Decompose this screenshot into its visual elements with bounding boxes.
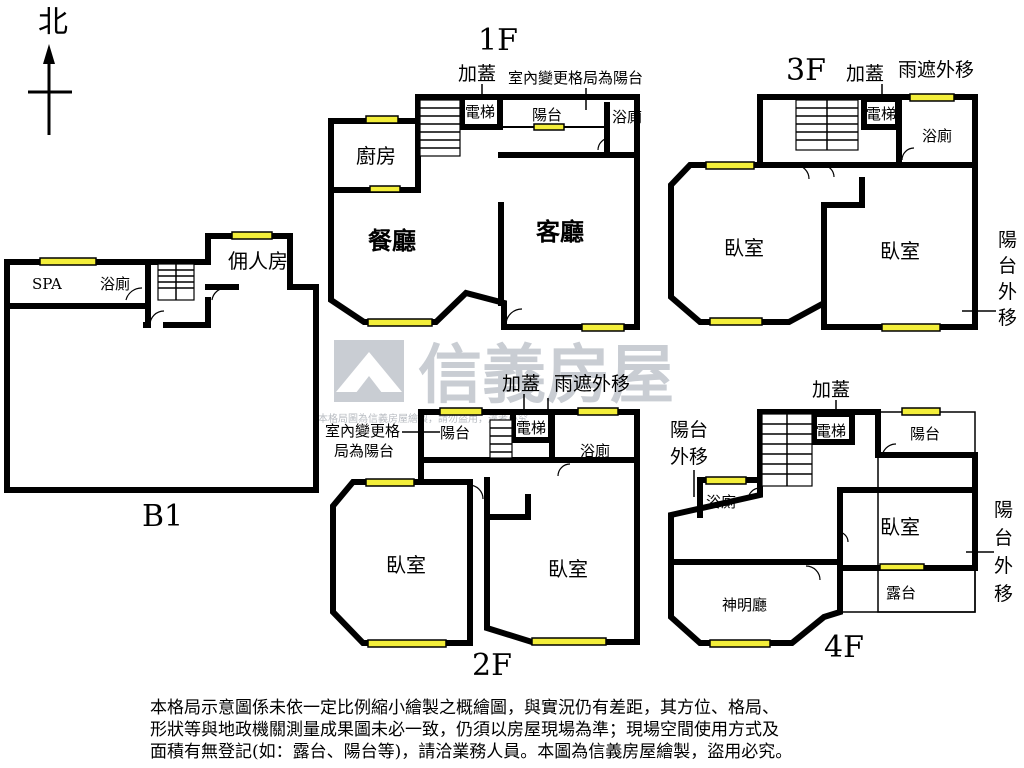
4f-note-balcony-moved-right: 陽 台 外 移 (994, 499, 1013, 605)
2f-note-awning: 雨遮外移 (554, 373, 630, 395)
svg-text:外移: 外移 (670, 446, 708, 468)
3f-floor-label: 3F (786, 53, 826, 88)
2f-room-bedroom2: 臥室 (548, 557, 588, 581)
floor-1f: 加蓋 室內變更格局為陽台 電梯 陽台 浴廁 廚房 餐廳 客廳 1F (328, 23, 643, 332)
svg-text:外: 外 (998, 281, 1017, 303)
4f-note-added-roof: 加蓋 (812, 379, 850, 401)
floor-4f: 加蓋 陽台 外移 電梯 陽台 浴廁 臥室 神明廳 露台 陽 台 外 移 4F (668, 379, 1013, 665)
1f-room-kitchen: 廚房 (356, 144, 396, 168)
1f-room-bath: 浴廁 (612, 108, 642, 126)
svg-text:移: 移 (994, 583, 1013, 605)
3f-note-awning: 雨遮外移 (898, 59, 974, 81)
floor-b1: SPA 浴廁 佣人房 B1 (4, 231, 319, 534)
north-arrow-icon (43, 44, 55, 64)
watermark-brand: 信義房屋 (418, 339, 674, 413)
svg-text:台: 台 (994, 527, 1013, 549)
svg-text:陽台: 陽台 (670, 419, 708, 441)
2f-room-elevator: 電梯 (516, 419, 546, 437)
b1-floor-label: B1 (142, 499, 183, 534)
svg-text:移: 移 (998, 307, 1017, 329)
3f-room-bedroom1: 臥室 (724, 236, 764, 260)
b1-room-spa: SPA (32, 275, 62, 293)
4f-room-bedroom: 臥室 (880, 515, 920, 539)
2f-room-bath: 浴廁 (580, 442, 610, 460)
b1-room-maid: 佣人房 (228, 249, 288, 273)
brand-logo (334, 340, 404, 402)
2f-room-balcony: 陽台 (440, 424, 470, 442)
1f-room-dining: 餐廳 (368, 226, 416, 255)
1f-note-changed: 室內變更格局為陽台 (508, 69, 643, 87)
3f-room-bedroom2: 臥室 (880, 239, 920, 263)
4f-room-bath: 浴廁 (706, 493, 736, 511)
2f-floor-label: 2F (472, 648, 512, 683)
north-compass: 北 (28, 5, 72, 135)
4f-floor-label: 4F (824, 630, 864, 665)
3f-room-elevator: 電梯 (866, 105, 896, 123)
b1-room-bath: 浴廁 (100, 275, 130, 293)
floor-2f: 加蓋 雨遮外移 室內變更格 局為陽台 陽台 電梯 浴廁 臥室 臥室 2F (325, 373, 640, 683)
1f-room-elevator: 電梯 (465, 103, 495, 121)
2f-note-added-roof: 加蓋 (502, 373, 540, 395)
disclaimer: 本格局示意圖係未依一定比例縮小繪製之概繪圖，與實況仍有差距，其方位、格局、 形狀… (150, 697, 890, 763)
floor-3f: 加蓋 雨遮外移 電梯 浴廁 臥室 臥室 陽 台 外 移 3F (668, 53, 1017, 332)
watermark: 信義房屋 本格局圖為信義房屋繪製，請勿盜用，違者必究 (318, 339, 674, 425)
svg-text:陽: 陽 (994, 499, 1013, 521)
3f-note-added-roof: 加蓋 (846, 63, 884, 85)
svg-text:陽: 陽 (998, 229, 1017, 251)
1f-room-balcony: 陽台 (532, 106, 562, 124)
1f-floor-label: 1F (478, 23, 518, 58)
2f-note-changed-line1: 室內變更格 (325, 422, 400, 440)
svg-text:外: 外 (994, 555, 1013, 577)
disclaimer-line: 形狀等與地政機關測量成果圖未必一致，仍須以房屋現場為準；現場空間使用方式及 (150, 720, 779, 740)
1f-room-living: 客廳 (536, 217, 584, 246)
3f-room-bath: 浴廁 (922, 127, 952, 145)
svg-text:台: 台 (998, 255, 1017, 277)
2f-room-bedroom1: 臥室 (386, 553, 426, 577)
4f-room-shrine: 神明廳 (722, 596, 767, 614)
4f-note-balcony-moved-left: 陽台 外移 (670, 419, 708, 468)
4f-room-elevator: 電梯 (816, 422, 846, 440)
compass-label: 北 (38, 5, 68, 40)
2f-note-changed-line2: 局為陽台 (334, 442, 394, 460)
disclaimer-line: 面積有無登記(如：露台、陽台等)，請洽業務人員。本圖為信義房屋繪製，盜用必究。 (150, 742, 793, 762)
4f-room-balcony: 陽台 (910, 425, 940, 443)
1f-note-added-roof: 加蓋 (458, 63, 496, 85)
4f-room-terrace: 露台 (886, 584, 916, 602)
3f-note-balcony-moved: 陽 台 外 移 (998, 229, 1017, 329)
disclaimer-line: 本格局示意圖係未依一定比例縮小繪製之概繪圖，與實況仍有差距，其方位、格局、 (150, 698, 779, 718)
